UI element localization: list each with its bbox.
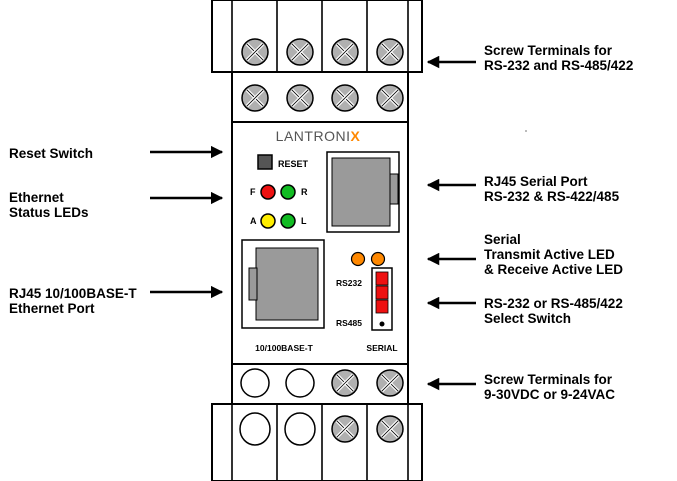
callout-rj45-serial: RJ45 Serial Port RS-232 & RS-422/485 xyxy=(484,174,620,204)
serial-tx-led xyxy=(350,251,366,267)
rs232-label: RS232 xyxy=(336,278,362,288)
callout-reset: Reset Switch xyxy=(9,146,94,161)
ethernet-port-label: 10/100BASE-T xyxy=(255,343,313,353)
top-fins xyxy=(231,0,409,72)
serial-port-label: SERIAL xyxy=(366,343,397,353)
led-green-r xyxy=(280,184,296,200)
speck xyxy=(525,130,527,132)
brand-logo: LANTRONIX xyxy=(276,128,361,144)
screw-top-front-2 xyxy=(286,84,314,112)
terminal-hole-rear-2 xyxy=(284,412,316,446)
screw-top-front-3 xyxy=(331,84,359,112)
screw-top-rear-1 xyxy=(241,38,269,66)
led-label-l: L xyxy=(301,216,307,226)
screw-top-front-1 xyxy=(241,84,269,112)
screw-top-front-4 xyxy=(376,84,404,112)
bottom-fins xyxy=(231,404,409,481)
screw-bottom-front-3 xyxy=(331,369,359,397)
led-label-a: A xyxy=(250,216,257,226)
callout-arrows xyxy=(150,55,476,391)
screw-top-rear-2 xyxy=(286,38,314,66)
callout-select-switch: RS-232 or RS-485/422 Select Switch xyxy=(484,296,623,326)
terminal-hole-rear-1 xyxy=(239,412,271,446)
callout-serial-leds: Serial Transmit Active LED & Receive Act… xyxy=(484,232,624,277)
led-yellow xyxy=(260,213,276,229)
screw-terminals xyxy=(239,38,404,446)
serial-rx-led xyxy=(370,251,386,267)
callout-screw-bottom: Screw Terminals for 9-30VDC or 9-24VAC xyxy=(484,372,616,402)
screw-top-rear-4 xyxy=(376,38,404,66)
screw-bottom-front-4 xyxy=(376,369,404,397)
rs485-label: RS485 xyxy=(336,318,362,328)
terminal-hole-front-1 xyxy=(240,368,270,398)
callout-screw-top: Screw Terminals for RS-232 and RS-485/42… xyxy=(484,43,634,73)
rj45-serial-jack[interactable] xyxy=(326,151,400,233)
rs-select-switch[interactable] xyxy=(371,267,393,331)
reset-label: RESET xyxy=(278,159,309,169)
screw-bottom-rear-4 xyxy=(376,415,404,443)
reset-switch[interactable] xyxy=(257,154,273,170)
led-red xyxy=(260,184,276,200)
led-green-l xyxy=(280,213,296,229)
led-label-f: F xyxy=(250,187,256,197)
screw-top-rear-3 xyxy=(331,38,359,66)
screw-bottom-rear-3 xyxy=(331,415,359,443)
callout-rj45-ethernet: RJ45 10/100BASE-T Ethernet Port xyxy=(9,286,137,316)
rj45-ethernet-jack[interactable] xyxy=(241,239,325,329)
led-label-r: R xyxy=(301,187,308,197)
terminal-hole-front-2 xyxy=(285,368,315,398)
callout-ethernet-leds: Ethernet Status LEDs xyxy=(9,190,89,220)
